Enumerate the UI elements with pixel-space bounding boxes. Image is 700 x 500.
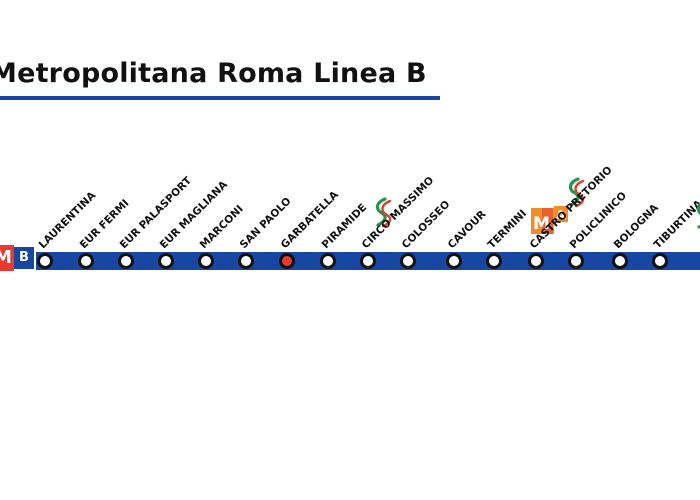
station-dot[interactable] — [568, 253, 584, 269]
station-label: CIRCO MASSIMO — [360, 174, 437, 251]
station-label: TIBURTINA — [652, 197, 700, 251]
station-dot[interactable] — [158, 253, 174, 269]
title-underline — [0, 96, 440, 100]
station-dot[interactable] — [360, 253, 376, 269]
station-dot[interactable] — [78, 253, 94, 269]
fs-rail-icon — [568, 177, 585, 208]
station-label: EUR PALASPORT — [118, 174, 195, 251]
line-b-badge: B — [14, 247, 34, 269]
station-dot[interactable] — [198, 253, 214, 269]
station-dot[interactable] — [320, 253, 336, 269]
station-dot[interactable] — [486, 253, 502, 269]
station-dot[interactable] — [612, 253, 628, 269]
station-dot[interactable] — [446, 253, 462, 269]
station-dot[interactable] — [238, 253, 254, 269]
fs-rail-icon — [375, 197, 392, 228]
station-label: CAVOUR — [446, 208, 489, 251]
station-label: EUR MAGLIANA — [158, 178, 231, 251]
station-dot[interactable] — [652, 253, 668, 269]
metro-a-line-letter: A — [556, 208, 566, 222]
page-title: Metropolitana Roma Linea B — [0, 58, 427, 89]
station-dot[interactable] — [279, 253, 295, 269]
station-dot[interactable] — [118, 253, 134, 269]
station-label: TERMINI — [486, 208, 529, 251]
station-dot[interactable] — [400, 253, 416, 269]
metro-a-m-letter: M — [533, 214, 550, 234]
station-dot[interactable] — [37, 253, 53, 269]
station-dot[interactable] — [528, 253, 544, 269]
metro-logo-badge: M — [0, 245, 14, 271]
